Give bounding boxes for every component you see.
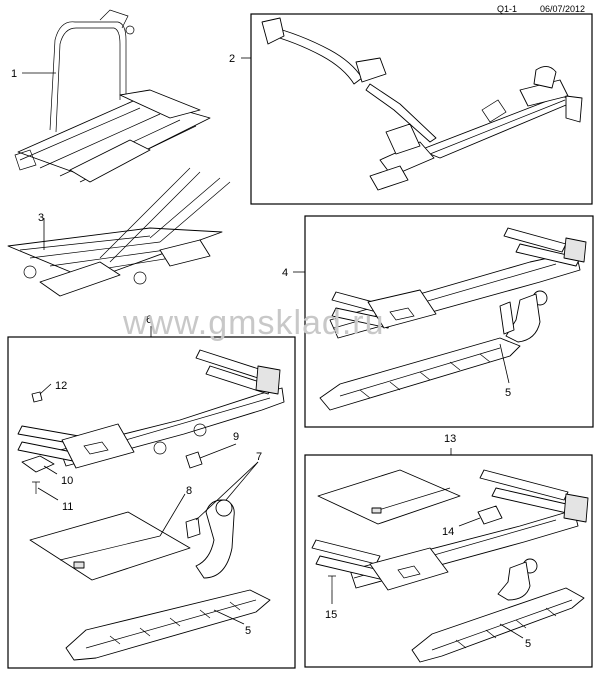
diagram-date: 06/07/2012: [540, 4, 585, 14]
callout-12: 12: [55, 380, 67, 392]
callout-14: 14: [442, 526, 454, 538]
diagram-code: Q1-1: [497, 4, 517, 14]
panel-tow-bar-fixed: [304, 215, 594, 428]
callout-9: 9: [233, 431, 239, 443]
callout-7: 7: [256, 451, 262, 463]
callout-5-box6: 5: [245, 625, 251, 637]
leader-lines: [22, 57, 524, 639]
panel-tow-bar-kit: [7, 336, 296, 669]
callout-11: 11: [62, 501, 73, 513]
callout-5-box13: 5: [525, 638, 531, 650]
callout-1: 1: [11, 68, 17, 80]
callout-13: 13: [444, 433, 456, 445]
panel-tow-bar-detachable: [250, 13, 593, 205]
callout-2: 2: [229, 53, 235, 65]
callout-6: 6: [146, 314, 152, 326]
tow-bar-kit-assembly: [17, 349, 285, 661]
tow-bar-fixed-assembly: [319, 227, 587, 411]
callout-3: 3: [38, 212, 44, 224]
callout-10: 10: [61, 475, 73, 487]
callout-15: 15: [325, 609, 337, 621]
panel-tow-bar-kit-detachable: [304, 454, 593, 668]
callout-labels: 1 2 3 4 5 6 12 9 7 10 8 11 5 13 14 15 5: [11, 53, 531, 650]
callout-8: 8: [186, 485, 192, 497]
watermark: www.gmsklad.ru: [122, 304, 385, 342]
callout-5-box4: 5: [505, 387, 511, 399]
bike-carrier-upright: [14, 9, 211, 183]
callout-4: 4: [282, 267, 288, 279]
tow-bar-detachable-assembly: [261, 17, 583, 191]
tow-bar-kit-detachable-assembly: [311, 469, 589, 663]
bike-carrier-folded: [7, 167, 231, 297]
